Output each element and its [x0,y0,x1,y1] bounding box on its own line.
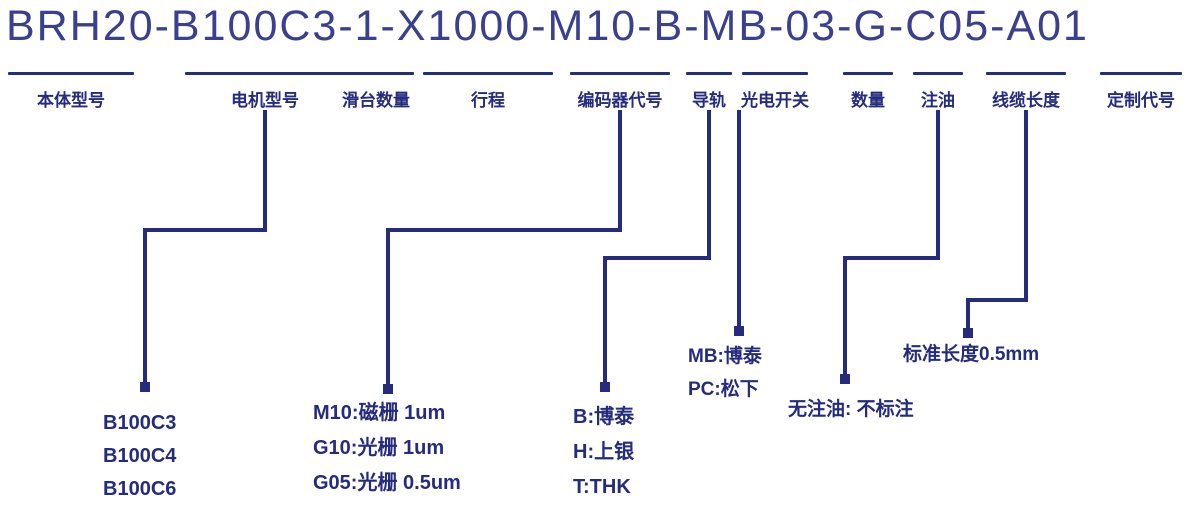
segment-slider-count: 滑台数量 [338,72,414,114]
motor-options-list: B100C3 B100C4 B100C6 [103,407,176,506]
connector-motor-drop [263,110,267,232]
segment-underline [185,72,345,75]
segment-label: 线缆长度 [992,91,1060,110]
oil-note: 无注油: 不标注 [788,399,914,420]
segment-encoder-code: 编码器代号 [570,72,670,114]
segment-label: 导轨 [692,91,726,110]
connector-rail-drop [707,110,711,260]
rail-options-list: B:博泰 H:上银 T:THK [573,400,634,505]
segment-body-model: 本体型号 [8,72,134,114]
connector-cable-drop2 [966,298,970,332]
connector-switch-endpoint [734,326,744,336]
segment-motor-model: 电机型号 [185,72,345,114]
connector-rail-jog [603,256,711,260]
option-item: G10:光栅 1um [313,437,445,459]
segment-underline [686,72,732,75]
segment-label: 滑台数量 [342,91,410,110]
option-item: MB:博泰 [688,346,762,367]
segment-underline [843,72,893,75]
segment-label: 本体型号 [37,91,105,110]
segment-underline [986,72,1066,75]
segment-custom-code: 定制代号 [1100,72,1182,114]
segment-label: 编码器代号 [577,91,663,110]
connector-rail-endpoint [600,382,610,392]
connector-switch-drop [737,110,741,330]
segment-label: 光电开关 [741,91,809,110]
connector-motor-drop2 [143,228,147,386]
connector-oil-jog [843,256,940,260]
option-item: G05:光栅 0.5um [313,472,461,494]
connector-encoder-jog [386,228,622,232]
option-item: T:THK [573,476,631,498]
connector-oil-endpoint [840,374,850,384]
segment-underline [8,72,134,75]
connector-oil-drop [936,110,940,260]
segment-photo-switch: 光电开关 [741,72,809,114]
option-item: B100C3 [103,412,177,434]
segment-label: 数量 [851,91,885,110]
switch-options-list: MB:博泰 PC:松下 [688,340,762,406]
connector-encoder-endpoint [383,384,393,394]
segment-underline [423,72,553,75]
connector-encoder-drop2 [386,228,390,388]
segment-underline [913,72,963,75]
segment-rail: 导轨 [686,72,732,114]
segment-underline [570,72,670,75]
segment-stroke: 行程 [423,72,553,114]
segment-underline [1100,72,1182,75]
segment-underline [742,72,808,75]
connector-motor-jog [143,228,267,232]
segment-oil: 注油 [913,72,963,114]
connector-cable-jog [966,298,1028,302]
cable-note: 标准长度0.5mm [903,344,1040,365]
option-item: M10:磁栅 1um [313,402,446,424]
segment-cable-length: 线缆长度 [986,72,1066,114]
option-item: PC:松下 [688,379,759,400]
connector-encoder-drop [618,110,622,232]
encoder-options-list: M10:磁栅 1um G10:光栅 1um G05:光栅 0.5um [313,396,461,501]
segment-underline [338,72,414,75]
segment-label: 注油 [921,91,955,110]
option-item: B100C6 [103,478,177,500]
option-item: B100C4 [103,445,177,467]
segment-label: 行程 [471,91,505,110]
option-item: H:上银 [573,441,635,463]
segment-label: 电机型号 [231,91,299,110]
connector-rail-drop2 [603,256,607,386]
model-code-title: BRH20-B100C3-1-X1000-M10-B-MB-03-G-C05-A… [6,2,1089,50]
connector-cable-endpoint [963,328,973,338]
segment-label: 定制代号 [1107,91,1175,110]
connector-motor-endpoint [140,382,150,392]
option-item: B:博泰 [573,406,635,428]
connector-cable-drop [1024,110,1028,302]
segment-quantity: 数量 [843,72,893,114]
connector-oil-drop2 [843,256,847,378]
